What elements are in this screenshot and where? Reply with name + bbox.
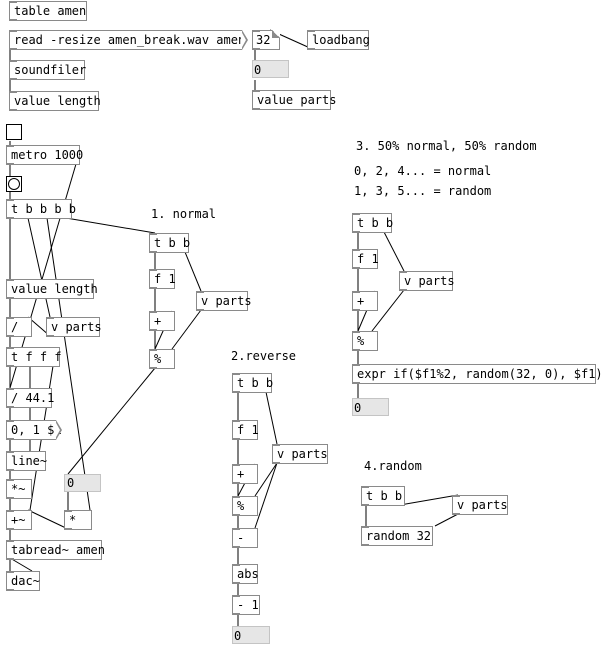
- value-parts-object[interactable]: value parts: [252, 90, 336, 110]
- toggle[interactable]: [6, 124, 22, 140]
- reverse-minus-one-object[interactable]: - 1: [232, 595, 260, 615]
- random-32-object[interactable]: random 32: [361, 526, 433, 546]
- reverse-number-display[interactable]: [232, 626, 270, 644]
- number-box-32[interactable]: 32: [252, 30, 280, 50]
- normal-v-parts-object[interactable]: v parts: [196, 291, 252, 311]
- bang-button[interactable]: [6, 176, 22, 192]
- tabread-object[interactable]: tabread~ amen: [6, 540, 105, 560]
- divide-object[interactable]: /: [6, 317, 32, 337]
- number-display-top-value: 0: [254, 63, 262, 77]
- reverse-number-value: 0: [234, 629, 242, 643]
- loadbang-object[interactable]: loadbang: [307, 30, 370, 50]
- number-display-top[interactable]: [252, 60, 289, 78]
- mixed-trigger-object[interactable]: t b b: [352, 213, 393, 233]
- line-tilde-object[interactable]: line~: [6, 451, 47, 471]
- comment-mixed-title: 3. 50% normal, 50% random: [356, 139, 537, 153]
- reverse-float-object[interactable]: f 1: [232, 420, 259, 440]
- bang-circle-icon: [8, 178, 20, 190]
- number-display-mid[interactable]: [64, 474, 101, 492]
- normal-add-object[interactable]: +: [149, 311, 175, 331]
- reverse-trigger-object[interactable]: t b b: [232, 373, 273, 393]
- reverse-add-object[interactable]: +: [232, 464, 258, 484]
- normal-trigger-object[interactable]: t b b: [149, 233, 190, 253]
- number-32-value: 32: [256, 33, 271, 47]
- value-length-object-2[interactable]: value length: [6, 279, 98, 299]
- read-soundfile-label: read -resize amen_break.wav amen: [14, 33, 246, 47]
- reverse-v-parts-object[interactable]: v parts: [272, 444, 328, 464]
- divide-44-1-object[interactable]: / 44.1: [6, 388, 54, 408]
- reverse-abs-object[interactable]: abs: [232, 564, 259, 584]
- trigger-tfff-object[interactable]: t f f f: [6, 347, 62, 367]
- mixed-expr-object[interactable]: expr if($f1%2, random(32, 0), $f1): [352, 364, 603, 384]
- v-parts-main-object[interactable]: v parts: [46, 317, 102, 337]
- line-message-label: 0, 1 $1: [11, 423, 62, 437]
- mixed-add-object[interactable]: +: [352, 291, 378, 311]
- normal-float-object[interactable]: f 1: [149, 269, 176, 289]
- mixed-modulo-object[interactable]: %: [352, 331, 378, 351]
- table-amen-object[interactable]: table amen: [9, 1, 87, 21]
- comment-odd-random: 1, 3, 5... = random: [354, 184, 492, 198]
- mixed-number-value: 0: [354, 401, 362, 415]
- value-length-object[interactable]: value length: [9, 91, 101, 111]
- line-message[interactable]: 0, 1 $1: [6, 420, 62, 440]
- comment-reverse: 2.reverse: [231, 349, 297, 363]
- mixed-float-object[interactable]: f 1: [352, 249, 379, 269]
- reverse-subtract-object[interactable]: -: [232, 528, 258, 548]
- multiply-object[interactable]: *: [64, 510, 92, 530]
- dac-object[interactable]: dac~: [6, 571, 40, 591]
- comment-random: 4.random: [364, 459, 422, 473]
- multiply-signal-object[interactable]: *~: [6, 479, 32, 499]
- soundfiler-object[interactable]: soundfiler: [9, 60, 86, 80]
- mixed-number-display[interactable]: [352, 398, 389, 416]
- normal-modulo-object[interactable]: %: [149, 349, 175, 369]
- random-v-parts-object[interactable]: v parts: [452, 495, 508, 515]
- comment-even-normal: 0, 2, 4... = normal: [354, 164, 492, 178]
- metro-object[interactable]: metro 1000: [6, 145, 83, 165]
- random-trigger-object[interactable]: t b b: [361, 486, 405, 506]
- number-display-mid-value: 0: [67, 476, 75, 490]
- reverse-modulo-object[interactable]: %: [232, 496, 258, 516]
- comment-normal: 1. normal: [151, 207, 217, 221]
- trigger-tbbbb-object[interactable]: t b b b b: [6, 199, 76, 219]
- read-soundfile-message[interactable]: read -resize amen_break.wav amen: [9, 30, 248, 50]
- mixed-v-parts-object[interactable]: v parts: [399, 271, 455, 291]
- add-signal-object[interactable]: +~: [6, 510, 32, 530]
